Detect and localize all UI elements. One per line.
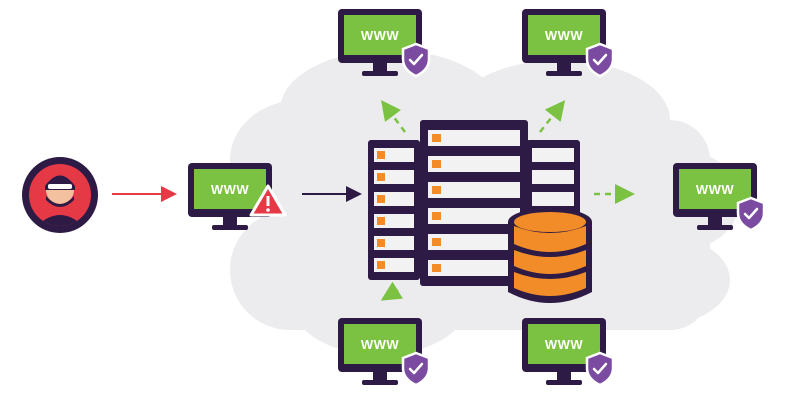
protected-site: WWW [673,163,766,232]
shield-check-icon [401,42,431,78]
compromised-site: WWW [188,163,272,230]
protected-site: WWW [338,318,431,387]
screen-text: WWW [361,28,400,43]
database-icon [508,208,592,303]
shield-check-icon [585,42,615,78]
shield-check-icon [401,351,431,387]
screen-text: WWW [361,337,400,352]
shield-check-icon [736,196,766,232]
attacker-icon [22,157,98,233]
shield-check-icon [585,351,615,387]
spread-arrows [380,100,635,301]
screen-text: WWW [211,182,250,197]
screen-text: WWW [696,182,735,197]
protected-site: WWW [522,9,615,78]
protected-site: WWW [338,9,431,78]
protected-site: WWW [522,318,615,387]
warning-icon [249,184,287,217]
screen-text: WWW [545,337,584,352]
screen-text: WWW [545,28,584,43]
